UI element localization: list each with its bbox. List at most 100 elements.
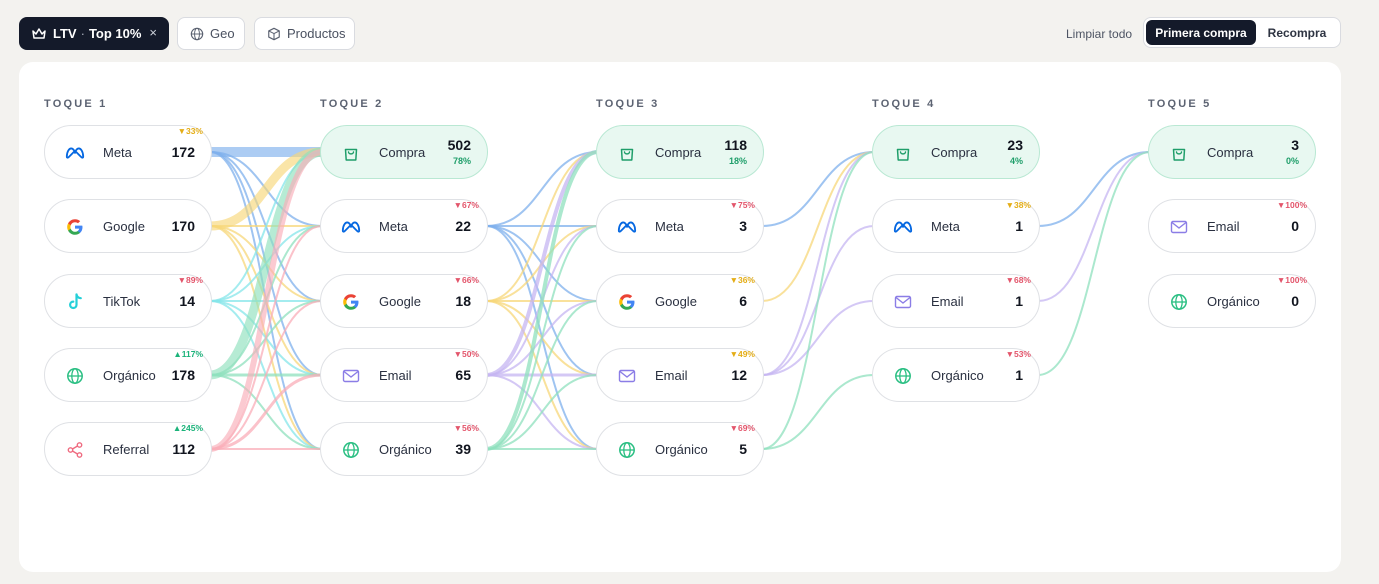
globe-icon <box>190 27 204 40</box>
column-title: TOQUE 1 <box>44 98 108 110</box>
globe-icon <box>893 366 913 386</box>
node-value: 18 <box>455 293 471 309</box>
node-value: 12 <box>731 367 747 383</box>
node-label: Orgánico <box>931 368 984 383</box>
node-label: Email <box>655 368 688 383</box>
flow-link-organico <box>485 374 599 450</box>
ltv-filter-separator: · <box>80 26 85 41</box>
journey-node-meta[interactable]: Meta 22 ▼67% <box>320 199 488 253</box>
globe-icon <box>65 366 85 386</box>
email-icon <box>893 292 913 312</box>
change-badge: ▲117% <box>173 349 203 359</box>
close-icon[interactable]: × <box>149 25 157 40</box>
journey-node-email[interactable]: Email 12 ▼49% <box>596 348 764 402</box>
flow-link-google <box>761 151 875 302</box>
change-badge: ▼49% <box>729 349 755 359</box>
flow-link-email <box>1037 151 1151 302</box>
ltv-filter-value: Top 10% <box>88 26 142 41</box>
node-value: 22 <box>455 218 471 234</box>
flow-link-google <box>485 151 599 302</box>
node-label: Google <box>103 219 145 234</box>
google-icon <box>341 292 361 312</box>
change-badge: ▼66% <box>453 275 479 285</box>
node-label: Compra <box>1207 145 1254 160</box>
change-badge: ▼56% <box>453 423 479 433</box>
change-badge: ▼50% <box>453 349 479 359</box>
node-value: 1 <box>1015 367 1023 383</box>
google-icon <box>65 217 85 237</box>
node-label: Email <box>1207 219 1240 234</box>
node-value: 118 <box>724 137 747 153</box>
shopping-bag-icon <box>617 143 637 163</box>
repurchase-option[interactable]: Recompra <box>1267 25 1327 40</box>
node-value: 14 <box>179 293 195 309</box>
meta-icon <box>893 217 913 237</box>
crown-icon <box>31 26 47 42</box>
column-title: TOQUE 5 <box>1148 98 1212 110</box>
change-badge: ▼53% <box>1005 349 1031 359</box>
products-filter-button[interactable]: Productos <box>254 17 355 50</box>
google-icon <box>617 292 637 312</box>
first-purchase-option[interactable]: Primera compra <box>1146 20 1256 45</box>
journey-node-organico[interactable]: Orgánico 39 ▼56% <box>320 422 488 476</box>
ltv-filter-chip[interactable]: LTV · Top 10% × <box>19 17 169 50</box>
clear-all-link[interactable]: Limpiar todo <box>1066 27 1133 41</box>
node-value: 1 <box>1015 218 1023 234</box>
node-value: 39 <box>455 441 471 457</box>
node-label: Orgánico <box>379 442 432 457</box>
products-filter-label: Productos <box>287 26 346 41</box>
flow-link-meta <box>485 151 599 227</box>
node-label: Orgánico <box>1207 294 1260 309</box>
change-badge: ▼67% <box>453 200 479 210</box>
meta-icon <box>65 143 85 163</box>
flow-link-organico <box>485 225 599 450</box>
flow-link-referral <box>209 300 323 450</box>
globe-icon <box>341 440 361 460</box>
change-badge: ▼100% <box>1276 200 1307 210</box>
change-badge: ▼38% <box>1005 200 1031 210</box>
change-badge: ▼33% <box>177 126 203 136</box>
flow-link-referral <box>209 225 323 450</box>
node-label: TikTok <box>103 294 141 309</box>
ltv-filter-label: LTV <box>53 26 77 41</box>
flow-link-meta <box>761 151 875 227</box>
email-icon <box>1169 217 1189 237</box>
flow-link-organico <box>1037 151 1151 376</box>
journey-node-organico[interactable]: Orgánico 1 ▼53% <box>872 348 1040 402</box>
geo-filter-button[interactable]: Geo <box>177 17 245 50</box>
node-label: Compra <box>655 145 702 160</box>
change-badge: ▼69% <box>729 423 755 433</box>
node-value: 178 <box>171 367 195 383</box>
node-label: Meta <box>379 219 408 234</box>
node-label: Meta <box>655 219 684 234</box>
flow-link-referral <box>209 373 323 451</box>
column-title: TOQUE 4 <box>872 98 936 110</box>
change-badge: ▼68% <box>1005 275 1031 285</box>
meta-icon <box>617 217 637 237</box>
globe-icon <box>1169 292 1189 312</box>
node-label: Google <box>655 294 697 309</box>
node-value: 1 <box>1015 293 1023 309</box>
box-icon <box>268 27 280 40</box>
node-label: Email <box>379 368 412 383</box>
geo-filter-label: Geo <box>210 26 235 41</box>
